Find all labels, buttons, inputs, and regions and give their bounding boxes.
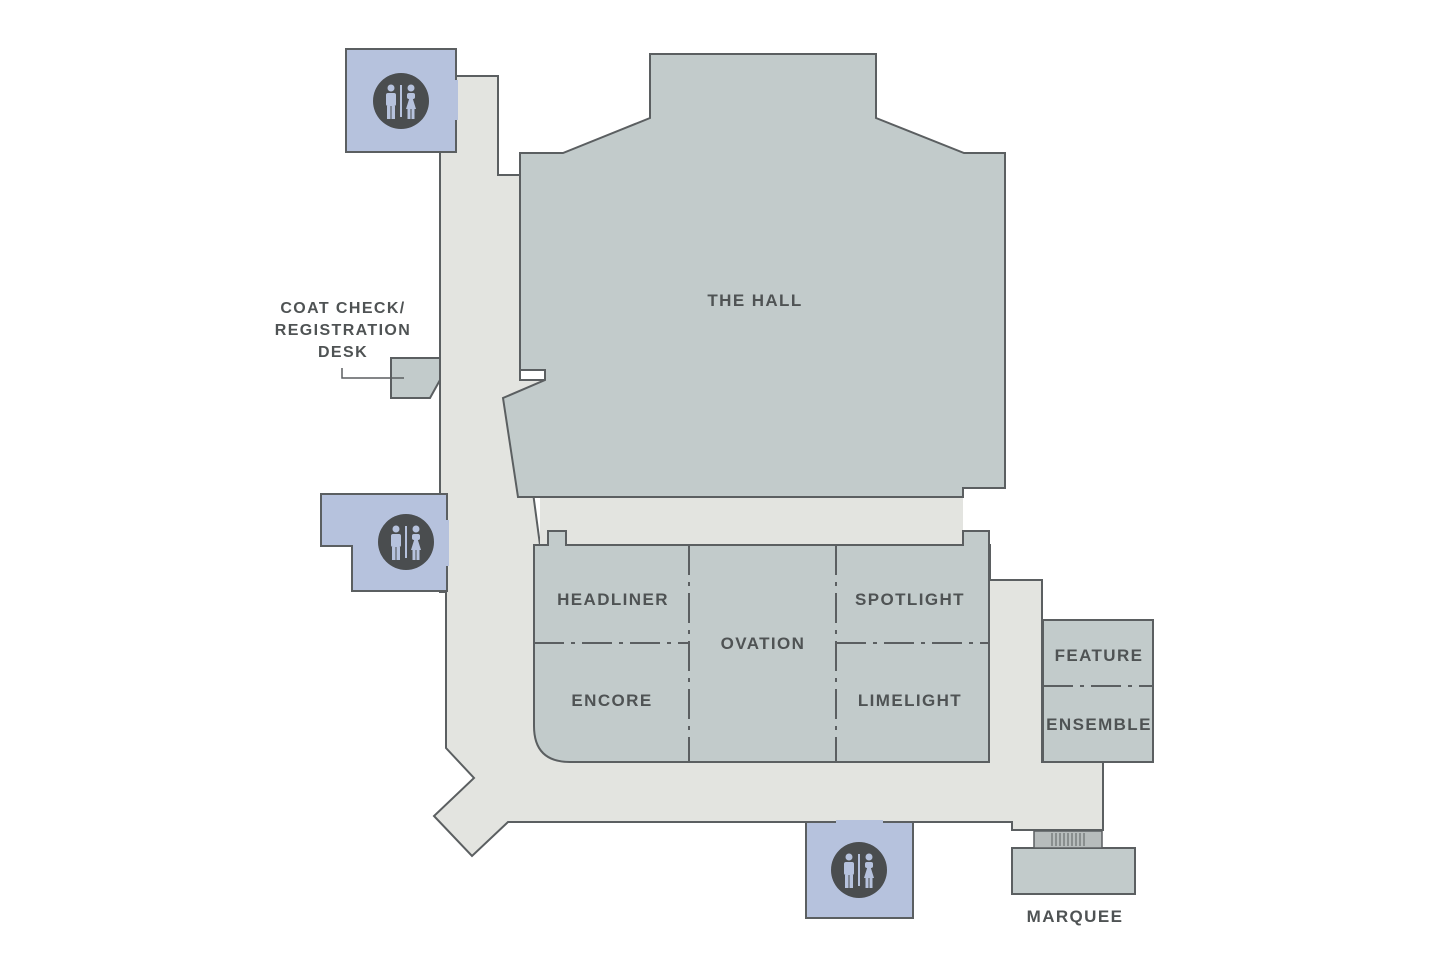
restroom-icon (373, 73, 429, 129)
encore-label: ENCORE (571, 691, 652, 710)
hall-foyer (540, 497, 963, 545)
restroom-icon (831, 842, 887, 898)
headliner-label: HEADLINER (557, 590, 669, 609)
coat-check-label-line3: DESK (318, 344, 368, 361)
coat-check-label-line1: COAT CHECK/ (280, 300, 405, 317)
stairs-icon (1033, 830, 1103, 849)
feature-ensemble-block (1042, 619, 1154, 763)
coat-check-desk[interactable] (390, 357, 441, 399)
the-hall-label: THE HALL (707, 291, 802, 310)
restroom-bottom[interactable] (805, 820, 914, 919)
feature-label: FEATURE (1055, 646, 1144, 665)
marquee-room[interactable] (1011, 847, 1136, 895)
spotlight-label: SPOTLIGHT (855, 590, 965, 609)
ensemble-label: ENSEMBLE (1046, 715, 1152, 734)
breakout-block (533, 530, 990, 763)
ovation-label: OVATION (721, 634, 806, 653)
coat-check-leader-line (341, 368, 404, 379)
marquee-label: MARQUEE (1027, 907, 1124, 926)
restroom-icon (378, 514, 434, 570)
the-hall-room[interactable] (501, 53, 1006, 498)
limelight-label: LIMELIGHT (858, 691, 962, 710)
coat-check-label-line2: REGISTRATION (275, 322, 412, 339)
